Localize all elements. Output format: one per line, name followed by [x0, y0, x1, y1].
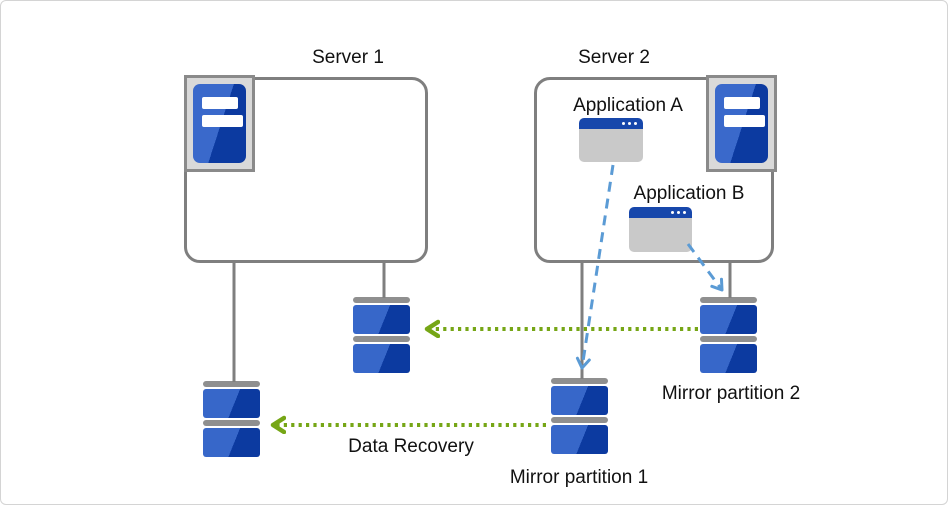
server1-middle-disk-icon: [353, 297, 410, 375]
server2-label: Server 2: [578, 47, 650, 68]
application-b-label: Application B: [633, 183, 745, 204]
tower-slot-bar: [724, 97, 760, 109]
tower-slot-bar: [724, 115, 765, 127]
mirror-partition-1-label: Mirror partition 1: [509, 467, 649, 488]
window-dots-icon: [671, 211, 686, 214]
server1-tower-icon: [184, 75, 255, 172]
window-body: [629, 218, 692, 252]
application-a-window-icon: [579, 118, 643, 162]
window-body: [579, 129, 643, 162]
application-a-label: Application A: [573, 95, 683, 116]
window-titlebar: [579, 118, 643, 129]
tower-slot-bar: [202, 97, 238, 109]
application-b-window-icon: [629, 207, 692, 252]
tower-slot-bar: [202, 115, 243, 127]
server1-left-disk-icon: [203, 381, 260, 459]
data-recovery-label: Data Recovery: [348, 436, 474, 457]
server2-tower-icon: [706, 75, 777, 172]
mirror-partition-2-label: Mirror partition 2: [661, 383, 801, 404]
window-titlebar: [629, 207, 692, 218]
server-tower-body: [715, 84, 768, 163]
mirror-partition-1-disk-icon: [551, 378, 608, 456]
window-dots-icon: [622, 122, 637, 125]
server1-label: Server 1: [312, 47, 384, 68]
server-tower-body: [193, 84, 246, 163]
mirror-partition-2-disk-icon: [700, 297, 757, 375]
